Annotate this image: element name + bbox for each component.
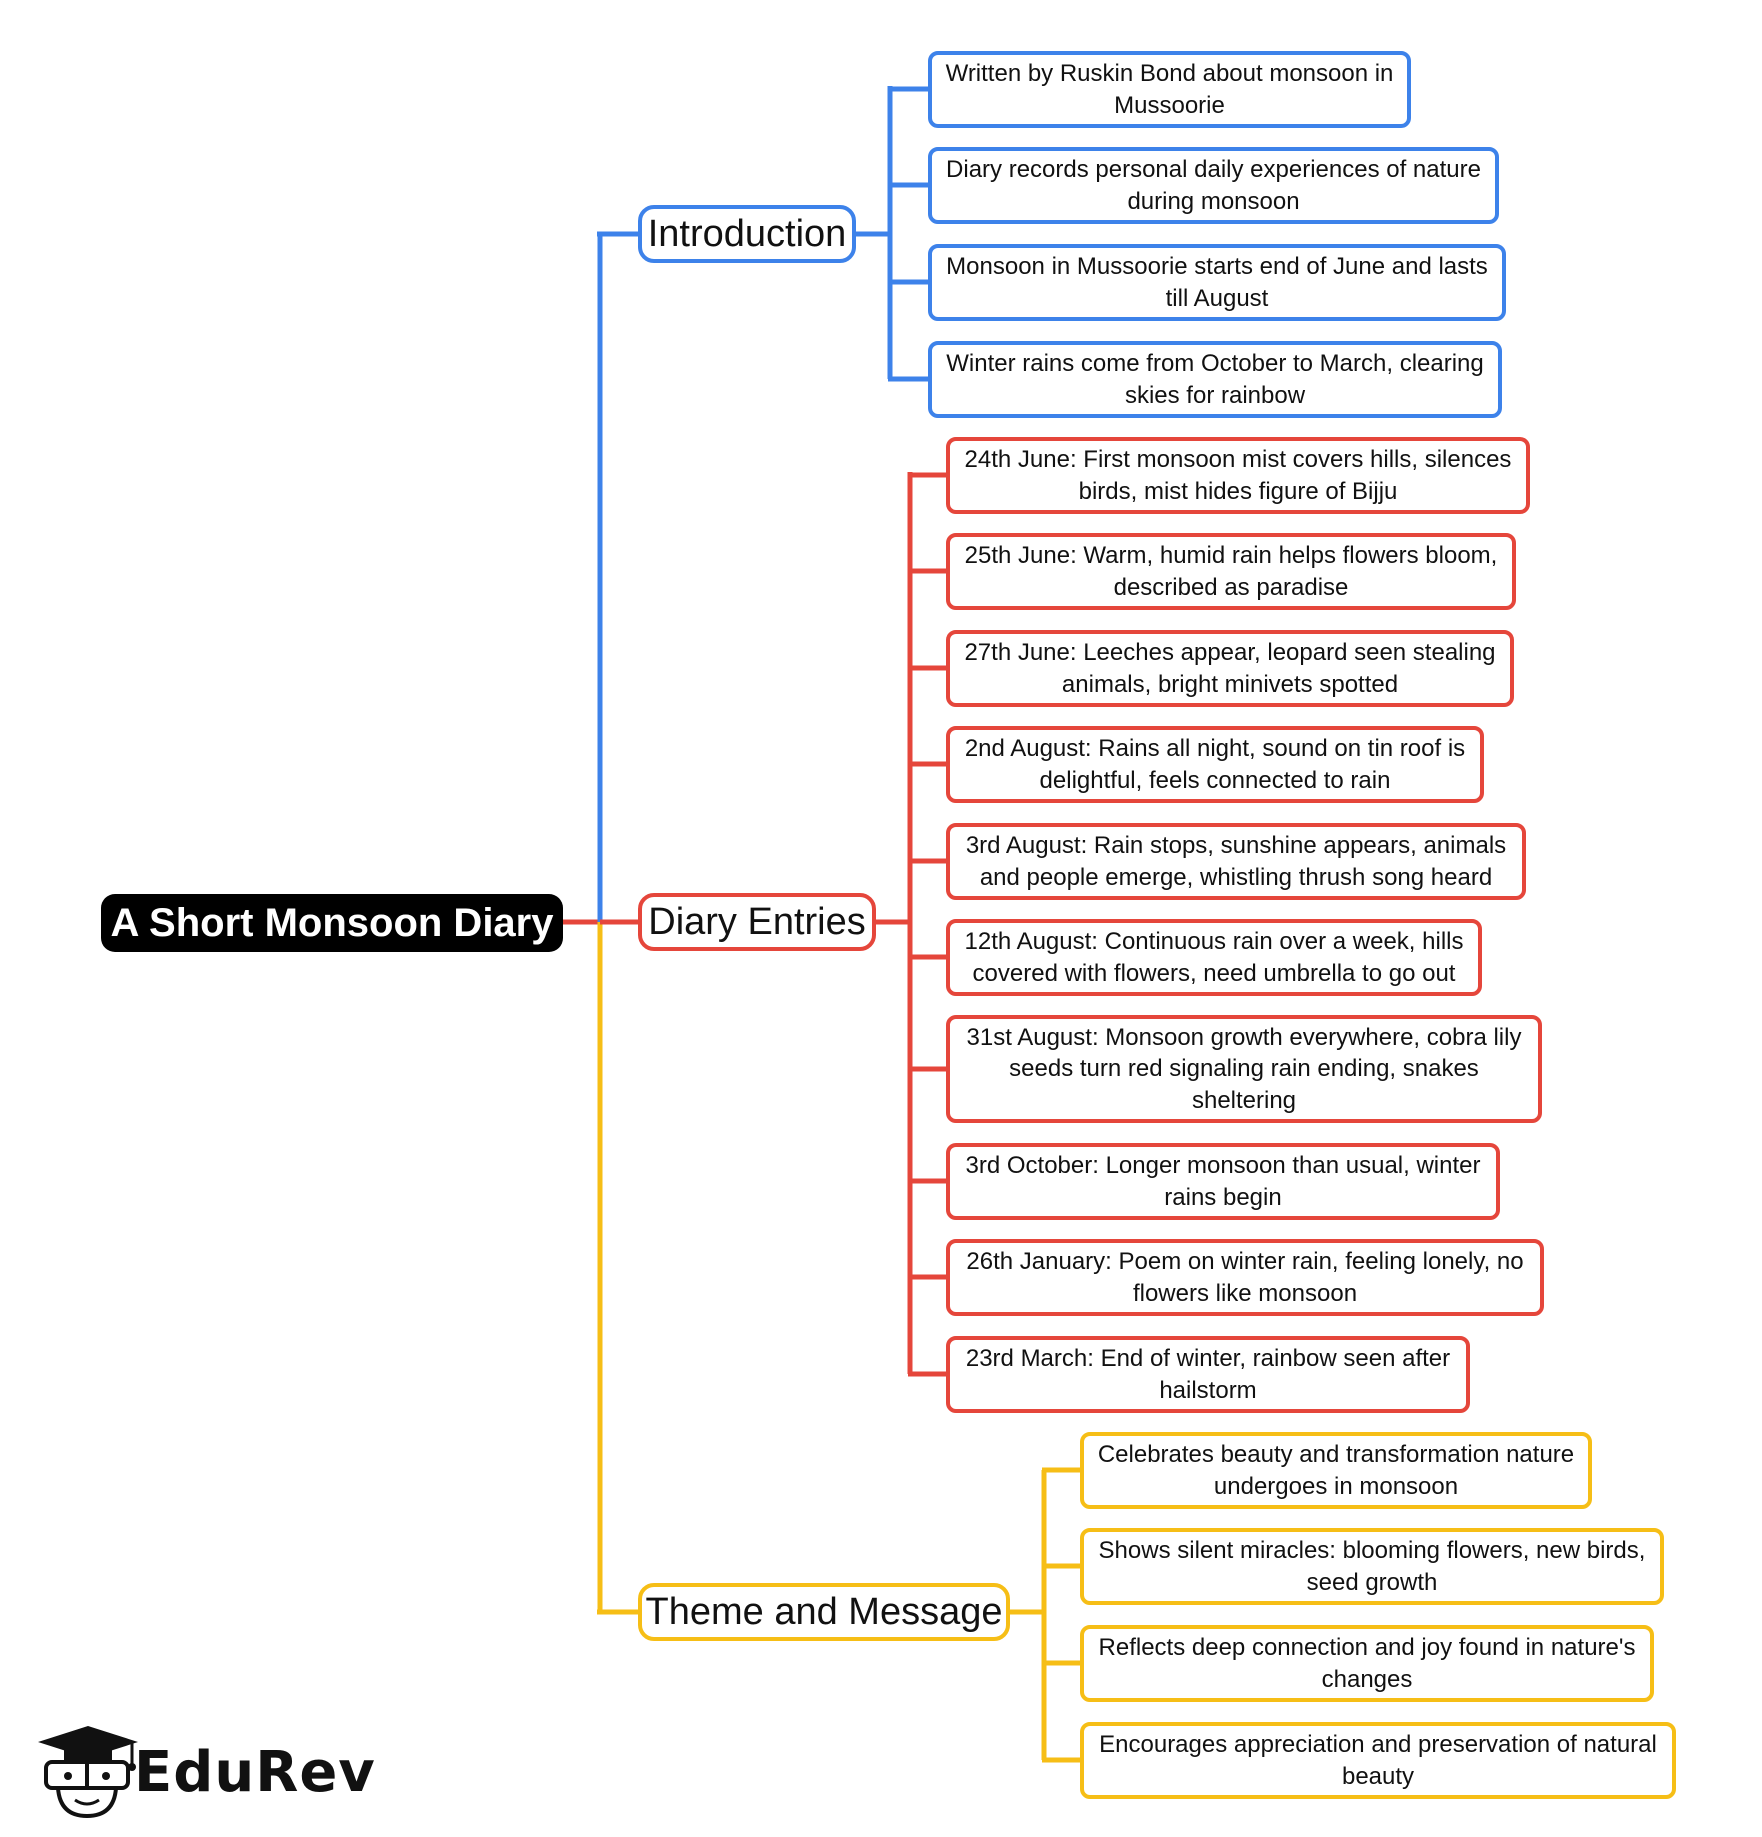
diary-entry: 26th January: Poem on winter rain, feeli… bbox=[946, 1239, 1544, 1316]
diary-entry: 27th June: Leeches appear, leopard seen … bbox=[946, 630, 1514, 707]
diary-entry: 25th June: Warm, humid rain helps flower… bbox=[946, 533, 1516, 610]
intro-item: Monsoon in Mussoorie starts end of June … bbox=[928, 244, 1506, 321]
branch-diary-entries: Diary Entries bbox=[638, 893, 876, 951]
diary-entry: 3rd August: Rain stops, sunshine appears… bbox=[946, 823, 1526, 900]
diary-entry: 31st August: Monsoon growth everywhere, … bbox=[946, 1015, 1542, 1123]
theme-item: Shows silent miracles: blooming flowers,… bbox=[1080, 1528, 1664, 1605]
diary-entry: 2nd August: Rains all night, sound on ti… bbox=[946, 726, 1484, 803]
root-node: A Short Monsoon Diary bbox=[101, 894, 563, 952]
theme-item: Encourages appreciation and preservation… bbox=[1080, 1722, 1676, 1799]
graduation-cap-student-icon bbox=[38, 1726, 138, 1819]
intro-item: Written by Ruskin Bond about monsoon in … bbox=[928, 51, 1411, 128]
branch-introduction: Introduction bbox=[638, 205, 856, 263]
diary-entry: 23rd March: End of winter, rainbow seen … bbox=[946, 1336, 1470, 1413]
edurev-logo-text: EduRev bbox=[134, 1740, 376, 1805]
diary-entry: 3rd October: Longer monsoon than usual, … bbox=[946, 1143, 1500, 1220]
diary-entry: 24th June: First monsoon mist covers hil… bbox=[946, 437, 1530, 514]
intro-item: Diary records personal daily experiences… bbox=[928, 147, 1499, 224]
theme-item: Reflects deep connection and joy found i… bbox=[1080, 1625, 1654, 1702]
intro-item: Winter rains come from October to March,… bbox=[928, 341, 1502, 418]
branch-theme-and-message: Theme and Message bbox=[638, 1583, 1010, 1641]
theme-item: Celebrates beauty and transformation nat… bbox=[1080, 1432, 1592, 1509]
diary-entry: 12th August: Continuous rain over a week… bbox=[946, 919, 1482, 996]
